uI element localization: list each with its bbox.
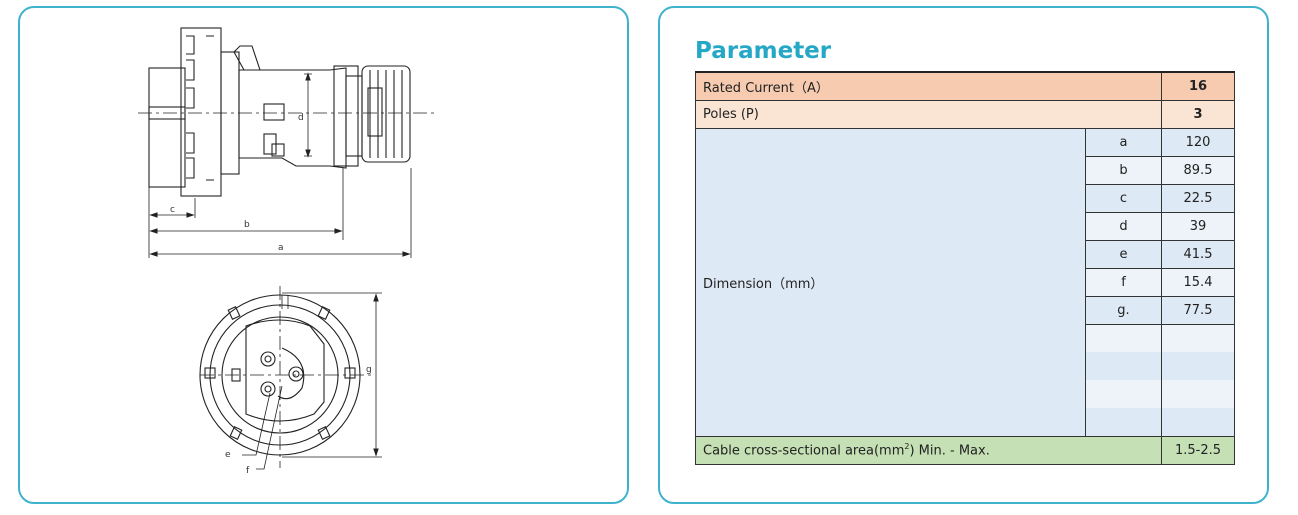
dimension-value: 89.5 xyxy=(1161,155,1235,185)
rated-current-value: 16 xyxy=(1161,71,1235,101)
front-view xyxy=(199,286,382,470)
dimension-key: c xyxy=(1085,183,1162,213)
table-row: d 39 xyxy=(696,211,1235,241)
dimension-key: f xyxy=(1085,267,1162,297)
dim-label-g: g xyxy=(366,365,372,375)
table-row xyxy=(696,324,1235,352)
cable-row: Cable cross-sectional area(mm2) Min. - M… xyxy=(695,435,1235,465)
dimension-value: 120 xyxy=(1161,127,1235,157)
dim-label-d: d xyxy=(298,113,304,123)
poles-label: Poles (P) xyxy=(695,99,1162,129)
dim-label-a: a xyxy=(278,243,284,253)
rated-current-row: Rated Current（A） 16 xyxy=(695,71,1235,101)
dim-label-e: e xyxy=(225,450,231,460)
dimension-value xyxy=(1161,324,1235,352)
cable-value: 1.5-2.5 xyxy=(1161,435,1235,465)
dimension-key: d xyxy=(1085,211,1162,241)
dimension-value xyxy=(1161,352,1235,380)
dimension-key xyxy=(1085,408,1162,437)
table-row xyxy=(696,408,1235,437)
drawing-panel: a b c d e f g xyxy=(18,6,629,504)
cable-label-suffix: ) Min. - Max. xyxy=(909,443,990,459)
table-row: Dimension（mm） a 120 xyxy=(695,127,1235,437)
dimension-value: 77.5 xyxy=(1161,295,1235,325)
parameter-panel: Parameter Rated Current（A） 16 Poles (P) … xyxy=(658,6,1269,504)
dimension-key: g. xyxy=(1085,295,1162,325)
dimension-value: 15.4 xyxy=(1161,267,1235,297)
side-view xyxy=(138,27,435,258)
dimension-key xyxy=(1085,324,1162,352)
poles-row: Poles (P) 3 xyxy=(695,99,1235,129)
dimension-key: b xyxy=(1085,155,1162,185)
dimension-label: Dimension（mm） xyxy=(695,127,1086,437)
cable-label-superscript: 2 xyxy=(904,441,910,451)
dimension-key xyxy=(1085,352,1162,380)
dimension-value: 41.5 xyxy=(1161,239,1235,269)
dimension-value xyxy=(1161,380,1235,408)
dimension-key: e xyxy=(1085,239,1162,269)
dimension-value: 22.5 xyxy=(1161,183,1235,213)
table-row: f 15.4 xyxy=(696,267,1235,297)
table-row: b 89.5 xyxy=(696,155,1235,185)
dimension-value: 39 xyxy=(1161,211,1235,241)
table-row xyxy=(696,352,1235,380)
dim-label-f: f xyxy=(246,466,250,476)
poles-value: 3 xyxy=(1161,99,1235,129)
cable-label: Cable cross-sectional area(mm2) Min. - M… xyxy=(695,435,1162,465)
dim-label-b: b xyxy=(244,220,250,230)
dimension-key xyxy=(1085,380,1162,408)
table-row: e 41.5 xyxy=(696,239,1235,269)
parameter-table: Rated Current（A） 16 Poles (P) 3 Dimensio… xyxy=(695,71,1235,465)
dimension-value xyxy=(1161,408,1235,437)
table-row xyxy=(696,380,1235,408)
technical-drawing: a b c d e f g xyxy=(138,27,435,476)
cable-label-text: Cable cross-sectional area(mm xyxy=(703,443,905,459)
table-row: g. 77.5 xyxy=(696,295,1235,325)
dim-label-c: c xyxy=(170,205,175,215)
rated-current-label: Rated Current（A） xyxy=(695,71,1162,101)
parameter-title: Parameter xyxy=(695,38,832,64)
dimension-key: a xyxy=(1085,127,1162,157)
